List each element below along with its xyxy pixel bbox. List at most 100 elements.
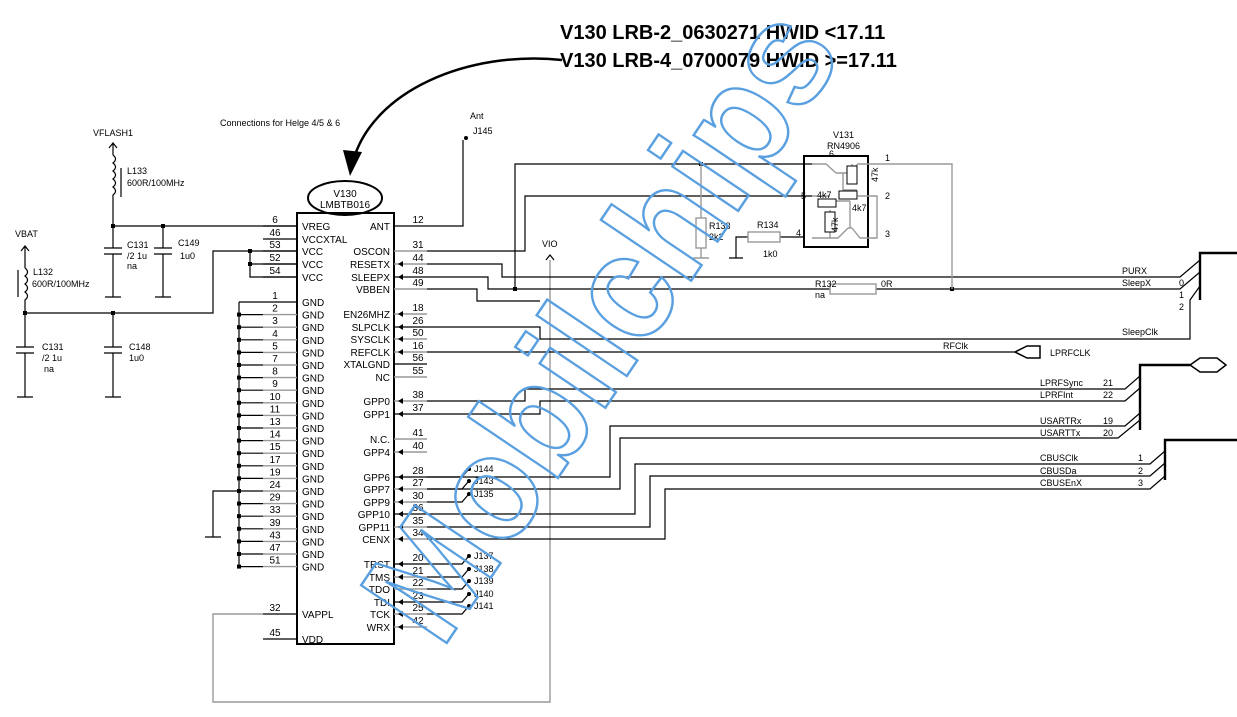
right-pin-name: SYSCLK [351, 335, 391, 346]
left-pin-name: GND [302, 462, 324, 473]
net-lprfint: LPRFInt [1040, 390, 1074, 400]
right-pin-number: 55 [412, 366, 424, 377]
l133-ref: L133 [127, 166, 147, 176]
right-pin-name: REFCLK [351, 348, 391, 359]
r134-resistor [747, 231, 781, 243]
net-sleepx: SleepX [1122, 278, 1151, 288]
left-pin-number: 15 [269, 442, 281, 453]
left-pin-name: GND [302, 512, 324, 523]
pin-direction-icon [398, 274, 403, 280]
rn-r2: 4k7 [817, 190, 832, 200]
pin-direction-icon [398, 561, 403, 567]
pin-direction-icon [398, 349, 403, 355]
pin-direction-icon [398, 574, 403, 580]
right-pin-name: SLPCLK [352, 323, 391, 334]
r133-value: 2k2 [709, 232, 724, 242]
left-pin-number: 1 [272, 291, 278, 302]
right-pin-number: 40 [412, 441, 424, 452]
left-pin-number: 33 [269, 505, 281, 516]
left-pin-number: 45 [269, 628, 281, 639]
rn-pin-6: 6 [829, 149, 834, 159]
net-usarttx-num: 20 [1103, 428, 1113, 438]
right-pin-name: TCK [370, 610, 390, 621]
right-pin-name: EN26MHZ [343, 310, 390, 321]
c131b-ref: C131 [42, 342, 64, 352]
right-pin-name: GPP9 [363, 498, 390, 509]
right-pin-name: GPP1 [363, 410, 390, 421]
left-pin-name: GND [302, 348, 324, 359]
pin-direction-icon [398, 524, 403, 530]
rn-r1: 47k [870, 167, 880, 182]
left-pin-name: GND [302, 437, 324, 448]
net-lprfsync-num: 21 [1103, 378, 1113, 388]
pin-direction-icon [398, 499, 403, 505]
l132-ref: L132 [33, 267, 53, 277]
r132-resistor [829, 283, 877, 295]
net-cbusenx: CBUSEnX [1040, 478, 1082, 488]
left-pin-name: GND [302, 411, 324, 422]
left-pin-name: VAPPL [302, 610, 334, 621]
bus-1 [1198, 251, 1237, 300]
bus1-index-1: 1 [1179, 290, 1184, 300]
right-pin-name: WRX [367, 623, 391, 634]
left-pin-name: VREG [302, 222, 331, 233]
right-pin-number: 30 [412, 491, 424, 502]
left-pin-name: GND [302, 298, 324, 309]
left-pin-number: 13 [269, 417, 281, 428]
net-sleepclk: SleepClk [1122, 327, 1159, 337]
right-pin-number: 16 [412, 341, 424, 352]
left-pin-number: 8 [272, 367, 278, 378]
right-pin-number: 26 [412, 316, 424, 327]
c131a-note: na [127, 261, 137, 271]
left-pin-number: 10 [269, 392, 281, 403]
right-pin-number: 56 [412, 353, 424, 364]
left-pin-name: GND [302, 361, 324, 372]
testpoint-label: J139 [474, 576, 494, 586]
testpoint-label: J144 [474, 464, 494, 474]
left-pin-name: GND [302, 399, 324, 410]
testpoint-label: J141 [474, 601, 494, 611]
bus-2-connector [1188, 357, 1228, 373]
arrowhead-icon [343, 150, 362, 176]
pin-direction-icon [398, 511, 403, 517]
left-pin-number: 53 [269, 240, 281, 251]
v131-part: RN4906 [827, 141, 860, 151]
left-pin-name: VCC [302, 247, 323, 258]
testpoint-icon [467, 467, 471, 471]
testpoint-icon [467, 592, 471, 596]
connections-note: Connections for Helge 4/5 & 6 [220, 118, 340, 128]
c149-ref: C149 [178, 238, 200, 248]
pin-direction-icon [398, 474, 403, 480]
testpoint-icon [467, 567, 471, 571]
testpoint-icon [467, 479, 471, 483]
testpoint-icon [467, 492, 471, 496]
right-pin-number: 35 [412, 516, 424, 527]
right-pin-number: 36 [412, 503, 424, 514]
testpoint-wire [427, 594, 469, 603]
left-pin-number: 52 [269, 253, 281, 264]
ant-label: Ant [470, 111, 484, 121]
rn-pin-3: 3 [885, 229, 890, 239]
pin-direction-icon [398, 624, 403, 630]
rn-pin-5: 5 [801, 191, 806, 201]
right-pin-name: CENX [362, 535, 390, 546]
right-pin-number: 22 [412, 578, 424, 589]
net-cbusda: CBUSDa [1040, 466, 1077, 476]
left-pin-name: GND [302, 323, 324, 334]
rn-r4: 47k [830, 217, 840, 232]
pin-direction-icon [398, 449, 403, 455]
net-cbusenx-num: 3 [1138, 478, 1143, 488]
r134-ref: R134 [757, 220, 779, 230]
bus-3 [1163, 438, 1237, 480]
right-pin-number: 21 [412, 566, 424, 577]
pin-direction-icon [398, 486, 403, 492]
right-pin-name: RESETX [350, 260, 390, 271]
r133-resistor [695, 217, 707, 249]
right-pin-name: GPP6 [363, 473, 390, 484]
c148-value: 1u0 [129, 353, 144, 363]
left-pin-number: 24 [269, 480, 281, 491]
right-pin-number: 44 [412, 253, 424, 264]
pin-direction-icon [398, 336, 403, 342]
ic-ref: V130 [333, 189, 357, 200]
